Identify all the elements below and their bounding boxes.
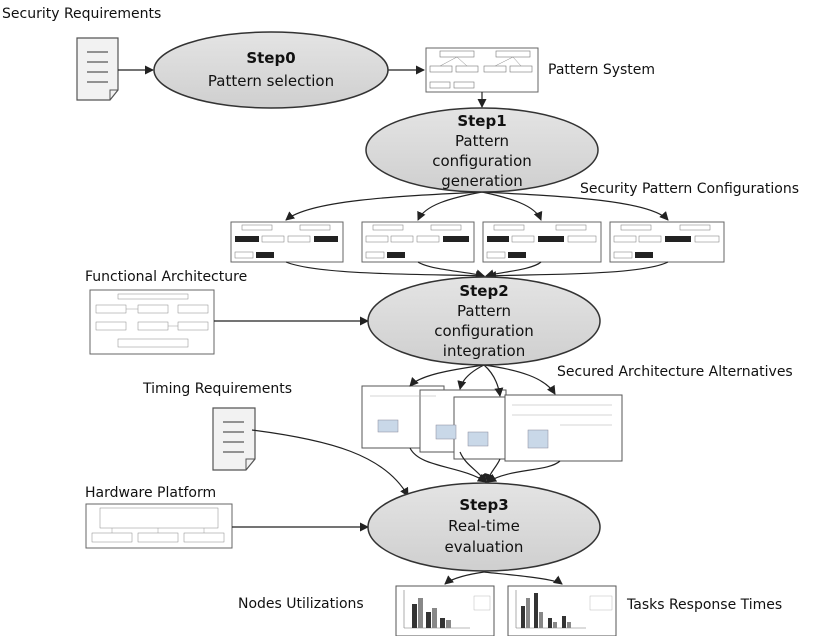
step0-node: Step0 Pattern selection <box>153 31 389 109</box>
step3-node: Step3 Real-time evaluation <box>367 482 601 572</box>
step3-line-1: Real-time <box>448 517 520 535</box>
nodes-utilizations-label: Nodes Utilizations <box>238 596 364 612</box>
step2-title: Step2 <box>459 282 508 300</box>
security-requirements-label: Security Requirements <box>2 6 162 22</box>
pattern-configuration-thumbnail-1 <box>230 221 344 263</box>
security-requirements-document-icon <box>76 37 119 101</box>
hardware-platform-thumbnail <box>85 503 233 549</box>
step1-line-1: Pattern <box>455 132 509 150</box>
hardware-platform-label: Hardware Platform <box>85 485 217 501</box>
pattern-system-label: Pattern System <box>548 62 656 78</box>
step2-line-1: Pattern <box>457 302 511 320</box>
functional-architecture-thumbnail <box>89 289 215 355</box>
security-pattern-configurations-label: Security Pattern Configurations <box>580 181 799 197</box>
step0-description: Pattern selection <box>208 72 334 90</box>
pattern-configuration-thumbnail-2 <box>361 221 475 263</box>
step0-title: Step0 <box>246 49 295 67</box>
step1-line-3: generation <box>441 172 523 190</box>
secured-architecture-alternatives-label: Secured Architecture Alternatives <box>557 364 793 380</box>
flow-connectors <box>118 65 669 585</box>
pattern-system-thumbnail <box>425 47 539 93</box>
nodes-utilizations-chart-thumbnail <box>395 585 495 636</box>
step1-line-2: configuration <box>432 152 532 170</box>
pattern-configuration-thumbnail-3 <box>482 221 602 263</box>
step2-node: Step2 Pattern configuration integration <box>367 276 601 366</box>
step3-line-2: evaluation <box>445 538 524 556</box>
functional-architecture-label: Functional Architecture <box>85 269 248 285</box>
step2-line-3: integration <box>443 342 525 360</box>
step1-title: Step1 <box>457 112 506 130</box>
tasks-response-times-label: Tasks Response Times <box>627 597 783 613</box>
secured-architecture-thumbnails <box>361 385 623 462</box>
step3-title: Step3 <box>459 496 508 514</box>
step2-line-2: configuration <box>434 322 534 340</box>
timing-requirements-document-icon <box>212 407 256 471</box>
tasks-response-times-chart-thumbnail <box>507 585 617 636</box>
timing-requirements-label: Timing Requirements <box>143 381 293 397</box>
step1-node: Step1 Pattern configuration generation <box>365 107 599 193</box>
pattern-configuration-thumbnail-4 <box>609 221 725 263</box>
